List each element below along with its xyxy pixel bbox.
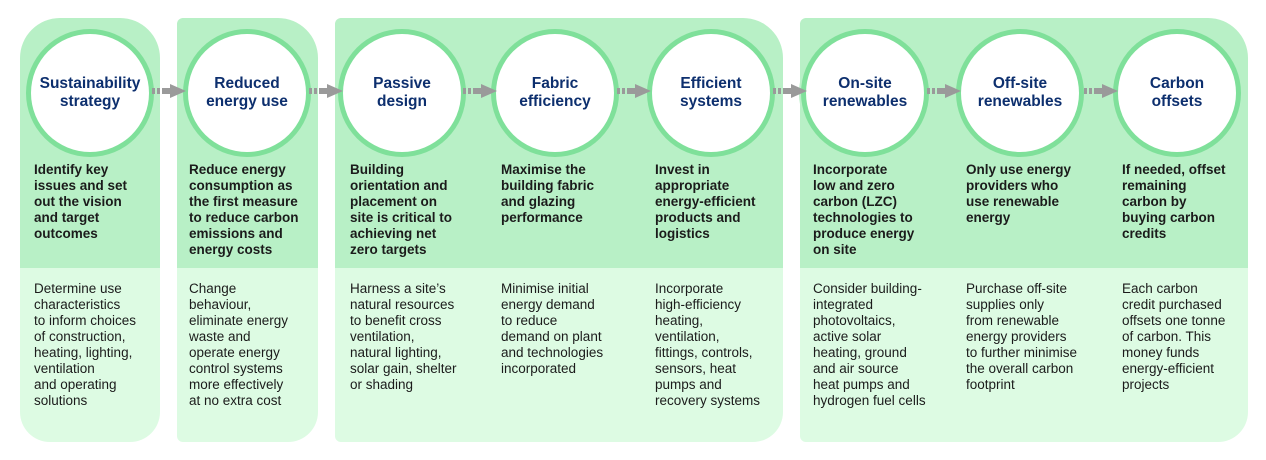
step-title: Efficient systems	[679, 75, 743, 110]
arrow-right-icon	[617, 84, 651, 98]
arrow-right-icon	[152, 84, 186, 98]
arrow-right-icon	[773, 84, 807, 98]
step-title: Off-site renewables	[977, 75, 1063, 110]
step-title: Sustainability strategy	[39, 75, 141, 110]
step-circle-on-site-renewables: On-site renewables	[806, 34, 924, 152]
step-description: Harness a site’s natural resources to be…	[350, 281, 457, 392]
step-circle-off-site-renewables: Off-site renewables	[961, 34, 1079, 152]
step-circle-passive-design: Passive design	[343, 34, 461, 152]
step-description: Each carbon credit purchased offsets one…	[1122, 281, 1226, 392]
step-title: Passive design	[373, 75, 431, 110]
step-circle-sustainability-strategy: Sustainability strategy	[31, 34, 149, 152]
step-title: On-site renewables	[822, 75, 908, 110]
step-heading: If needed, offset remaining carbon by bu…	[1122, 162, 1226, 241]
step-description: Consider building- integrated photovolta…	[813, 281, 926, 408]
step-circle-carbon-offsets: Carbon offsets	[1118, 34, 1236, 152]
arrow-right-icon	[1084, 84, 1118, 98]
step-circle-efficient-systems: Efficient systems	[652, 34, 770, 152]
arrow-right-icon	[927, 84, 961, 98]
step-description: Determine use characteristics to inform …	[34, 281, 137, 408]
step-description: Incorporate high-efficiency heating, ven…	[655, 281, 761, 408]
step-heading: Only use energy providers who use renewa…	[966, 162, 1072, 225]
step-title: Carbon offsets	[1149, 75, 1205, 110]
step-description: Purchase off-site supplies only from ren…	[966, 281, 1078, 392]
step-title: Reduced energy use	[206, 75, 288, 110]
step-heading: Maximise the building fabric and glazing…	[501, 162, 594, 225]
step-circle-fabric-efficiency: Fabric efficiency	[496, 34, 614, 152]
arrow-right-icon	[463, 84, 497, 98]
step-description: Minimise initial energy demand to reduce…	[501, 281, 604, 376]
step-circle-reduced-energy-use: Reduced energy use	[188, 34, 306, 152]
step-heading: Building orientation and placement on si…	[350, 162, 453, 257]
step-title: Fabric efficiency	[519, 75, 591, 110]
step-heading: Identify key issues and set out the visi…	[34, 162, 128, 241]
step-description: Change behaviour, eliminate energy waste…	[189, 281, 289, 408]
step-heading: Invest in appropriate energy-efficient p…	[655, 162, 756, 241]
step-heading: Incorporate low and zero carbon (LZC) te…	[813, 162, 915, 257]
step-heading: Reduce energy consumption as the first m…	[189, 162, 299, 257]
arrow-right-icon	[309, 84, 343, 98]
